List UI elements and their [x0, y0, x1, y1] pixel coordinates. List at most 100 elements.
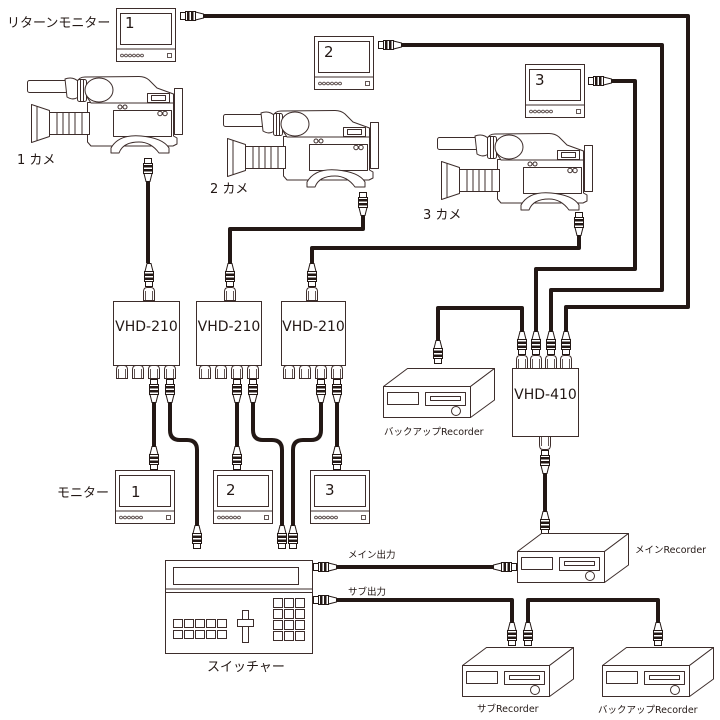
bnc-socket-icon	[299, 365, 311, 379]
bnc-socket-icon	[215, 365, 227, 379]
backup-recorder-left: バックアップRecorder	[383, 340, 495, 438]
bnc-socket-icon	[283, 365, 295, 379]
bnc-plug-icon	[493, 562, 517, 572]
keypad-button	[295, 620, 305, 630]
fader-knob	[237, 619, 254, 627]
bnc-socket-icon	[224, 287, 236, 301]
bnc-socket-icon	[560, 355, 572, 369]
sub-output-label: サブ出力	[348, 586, 386, 598]
cable-backup-recorder-left	[436, 306, 524, 340]
camera-monitor-2-number: 2	[324, 43, 334, 61]
switcher: スイッチャー メイン出力 サブ出力	[165, 525, 396, 675]
switcher-button	[184, 619, 194, 628]
monitor-3: 3	[310, 446, 370, 524]
keypad-button	[273, 598, 283, 608]
camera-monitor-3: 3	[525, 64, 585, 118]
recorder-icon	[383, 368, 495, 418]
splitter-1: VHD-210	[113, 263, 180, 403]
bnc-plug-icon	[523, 622, 533, 646]
cable-camera-monitor-3	[534, 79, 637, 331]
bnc-plug-icon	[180, 11, 204, 21]
monitor-icon	[115, 470, 175, 524]
switcher-label: スイッチャー	[207, 660, 285, 675]
bnc-socket-icon	[545, 355, 557, 369]
cable-camera-3	[310, 235, 581, 263]
cable-camera-monitor-2	[401, 43, 664, 331]
bnc-plug-icon	[288, 525, 298, 549]
bnc-socket-icon	[132, 365, 144, 379]
keypad-button	[295, 598, 305, 608]
return-monitor-label: リターンモニター	[7, 16, 110, 31]
bnc-plug-icon	[517, 331, 527, 355]
cable-switcher-in-1	[168, 402, 199, 525]
keypad-button	[295, 609, 305, 619]
return-monitor-number: 1	[125, 14, 135, 32]
return-monitor: 1	[116, 8, 176, 62]
cable-switcher-in-2	[251, 402, 284, 525]
switcher-button	[206, 630, 216, 639]
bnc-plug-icon	[277, 525, 287, 549]
switcher-button	[184, 630, 194, 639]
bnc-plug-icon	[653, 622, 663, 646]
bnc-socket-icon	[247, 365, 259, 379]
bnc-plug-icon	[144, 263, 154, 287]
splitter-2: VHD-210	[196, 263, 262, 403]
camera-monitor-3-number: 3	[535, 71, 545, 89]
camera-2-label: 2 カメ	[210, 182, 248, 197]
monitor-2-number: 2	[226, 481, 236, 499]
bnc-socket-icon	[143, 287, 155, 301]
bnc-plug-icon	[531, 331, 541, 355]
recorder-icon	[462, 647, 574, 697]
switcher-button	[217, 630, 227, 639]
bnc-plug-icon	[378, 40, 402, 50]
bnc-plug-icon	[313, 595, 337, 605]
bnc-socket-icon	[116, 365, 128, 379]
sub-recorder: サブRecorder	[462, 622, 574, 715]
bnc-socket-icon	[164, 365, 176, 379]
keypad-button	[284, 620, 294, 630]
recorder-icon	[602, 647, 714, 697]
monitor-2: 2	[213, 446, 273, 524]
main-output-label: メイン出力	[348, 549, 396, 561]
bnc-plug-icon	[507, 622, 517, 646]
monitor-1-number: 1	[131, 483, 141, 501]
sub-recorder-label: サブRecorder	[477, 703, 539, 715]
keypad-button	[295, 631, 305, 641]
bnc-plug-icon	[574, 212, 584, 236]
switcher-source-buttons	[173, 619, 227, 639]
keypad-button	[284, 598, 294, 608]
distributor: VHD-410	[512, 331, 579, 474]
bnc-socket-icon	[539, 436, 551, 450]
monitor-1: 1	[115, 446, 175, 524]
switcher-display	[173, 567, 299, 585]
cable-sub-output	[336, 598, 514, 622]
splitter-2-body	[196, 301, 262, 366]
bnc-plug-icon	[225, 263, 235, 287]
bnc-plug-icon	[143, 158, 153, 182]
bnc-socket-icon	[331, 365, 343, 379]
splitter-1-model: VHD-210	[115, 319, 178, 335]
bnc-plug-icon	[313, 562, 337, 572]
backup-recorder-left-label: バックアップRecorder	[384, 427, 484, 438]
camera-3-label: 3 カメ	[423, 208, 461, 223]
distributor-model: VHD-410	[514, 387, 577, 403]
cable-return-monitor	[203, 14, 690, 331]
cables	[146, 14, 690, 622]
main-recorder-label: メインRecorder	[635, 545, 706, 556]
bnc-plug-icon	[307, 263, 317, 287]
switcher-button	[195, 630, 205, 639]
switcher-button	[195, 619, 205, 628]
bnc-plug-icon	[248, 379, 258, 403]
splitter-2-model: VHD-210	[198, 319, 261, 335]
switcher-button	[173, 630, 183, 639]
bnc-socket-icon	[231, 365, 243, 379]
bnc-socket-icon	[516, 355, 528, 369]
cable-sub-to-backup-recorder	[526, 598, 660, 622]
splitter-3: VHD-210	[281, 263, 346, 403]
bnc-plug-icon	[232, 446, 242, 470]
bnc-plug-icon	[192, 525, 202, 549]
splitter-1-body	[113, 301, 180, 366]
switcher-fader	[237, 610, 254, 643]
keypad-button	[273, 609, 283, 619]
